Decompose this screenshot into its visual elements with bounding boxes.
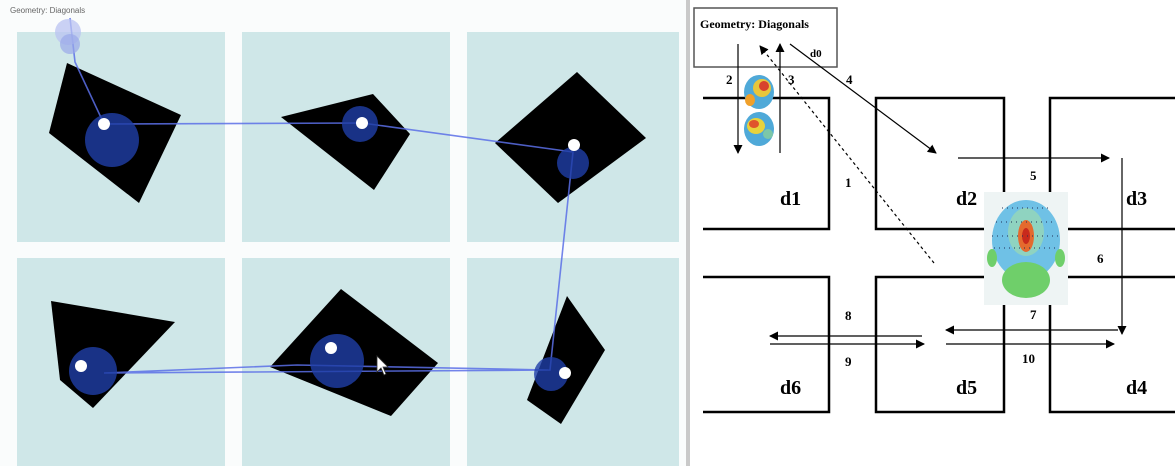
position-disk	[557, 147, 589, 179]
white-dot	[568, 139, 580, 151]
path-number-9: 9	[845, 354, 852, 369]
path-number-1: 1	[845, 175, 852, 190]
path-number-5: 5	[1030, 168, 1037, 183]
room-label-d2: d2	[956, 188, 977, 210]
path-number-7: 7	[1030, 307, 1037, 322]
position-disk	[69, 347, 117, 395]
white-dot	[325, 342, 337, 354]
white-dot	[356, 117, 368, 129]
room-label-d3: d3	[1126, 188, 1147, 210]
simulation-canvas	[17, 17, 679, 466]
start-marker	[60, 34, 80, 54]
quad-shape	[495, 72, 646, 203]
room-box-d3	[1048, 96, 1175, 231]
brain-head-icon	[984, 192, 1068, 305]
path-number-10: 10	[1022, 351, 1035, 366]
diagram-title: Geometry: Diagonals	[700, 17, 809, 31]
arrow-1-dashed	[759, 45, 935, 264]
path-arrows	[733, 43, 1127, 349]
title-box: Geometry: Diagonals d0	[693, 7, 838, 68]
diagram-panel: Geometry: Diagonals d0 d1 d2 d3 d6 d5 d4	[690, 0, 1175, 466]
position-disk	[534, 357, 568, 391]
path-number-6: 6	[1097, 251, 1104, 266]
target-dots	[75, 117, 580, 379]
path-number-2: 2	[726, 72, 733, 87]
path-number-3: 3	[788, 72, 795, 87]
small-head-icon	[744, 75, 774, 109]
path-number-4: 4	[846, 72, 853, 87]
position-disk	[85, 113, 139, 167]
small-head-icon	[744, 112, 774, 146]
quad-shape	[527, 296, 605, 424]
mouse-cursor-icon	[376, 355, 389, 376]
diagram-canvas: Geometry: Diagonals d0 d1 d2 d3 d6 d5 d4	[693, 7, 1175, 414]
quad-shape	[281, 94, 410, 190]
path-number-8: 8	[845, 308, 852, 323]
white-dot	[98, 118, 110, 130]
simulation-panel: Geometry: Diagonals	[10, 6, 679, 466]
left-panel-title: Geometry: Diagonals	[10, 6, 86, 15]
panel-divider	[686, 0, 690, 466]
white-dot	[75, 360, 87, 372]
d0-label: d0	[810, 48, 822, 60]
white-dot	[559, 367, 571, 379]
position-disk	[310, 334, 364, 388]
room-boxes	[703, 96, 1175, 414]
room-label-d6: d6	[780, 377, 801, 399]
arrow-4	[789, 43, 937, 154]
room-box-d2	[874, 96, 1006, 231]
room-label-d5: d5	[956, 377, 977, 399]
room-label-d4: d4	[1126, 377, 1147, 399]
room-label-d1: d1	[780, 188, 801, 210]
